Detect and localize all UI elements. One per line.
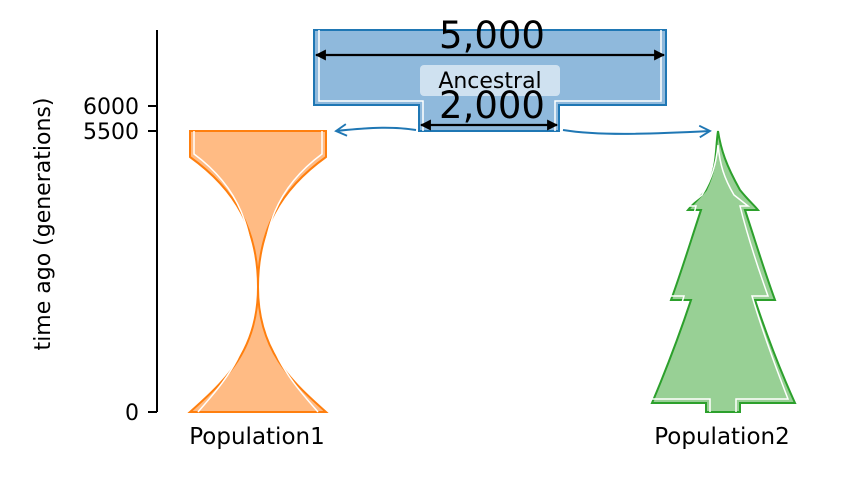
y-axis: 6000 5500 0 time ago (generations) xyxy=(31,30,158,426)
size-annotations: 5,000 2,000 xyxy=(314,14,666,131)
population2-shape xyxy=(650,130,797,413)
start-size-label: 5,000 xyxy=(439,14,545,57)
ancestral-label-box xyxy=(420,65,560,96)
y-tick-label-0: 0 xyxy=(125,401,139,426)
end-size-label: 2,000 xyxy=(439,84,545,127)
population2-inner-line xyxy=(646,144,790,412)
population2-label: Population2 xyxy=(654,424,789,450)
deme-population2 xyxy=(646,130,797,413)
y-axis-label: time ago (generations) xyxy=(31,98,56,351)
population1-shape xyxy=(187,130,329,413)
ancestral-inner-line xyxy=(318,30,662,131)
deme-population1 xyxy=(187,130,329,413)
population1-label: Population1 xyxy=(189,424,324,450)
y-tick-label-6000: 6000 xyxy=(83,95,139,120)
population1-inner-line xyxy=(193,131,323,413)
ancestry-arrows xyxy=(334,123,712,139)
arrow-to-population1 xyxy=(334,123,417,137)
ancestral-label: Ancestral xyxy=(438,69,541,94)
arrow-to-population2 xyxy=(562,124,712,139)
y-tick-label-5500: 5500 xyxy=(83,120,139,145)
